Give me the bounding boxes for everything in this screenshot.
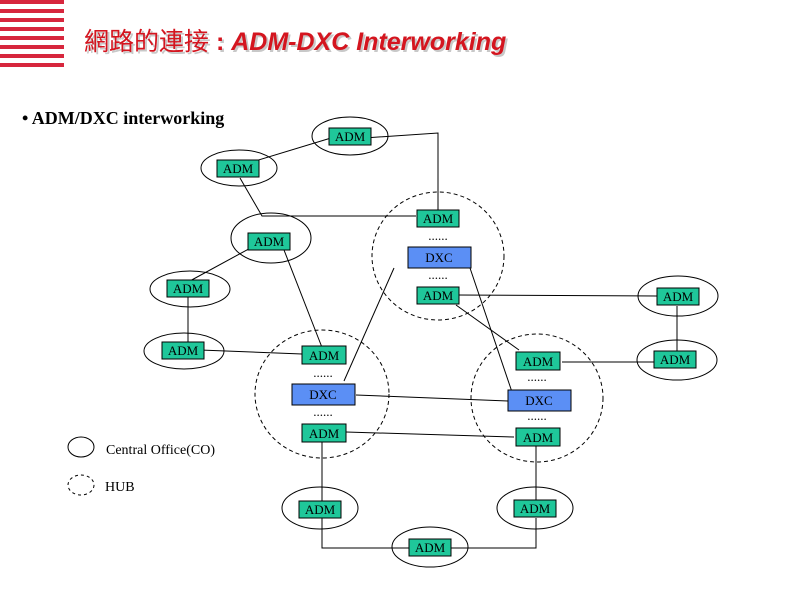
adm-nodes: ADM ADM ADM ADM ADM ADM ADM ADM ADM ADM … <box>161 127 700 557</box>
legend-hub-symbol <box>67 474 95 496</box>
link-co-hub2 <box>283 249 324 351</box>
adm-node: ADM <box>298 500 342 519</box>
adm-label: ADM <box>423 211 454 226</box>
stripe <box>0 36 64 40</box>
dxc-label: DXC <box>525 393 552 408</box>
adm-label: ADM <box>305 502 336 517</box>
co-ellipse <box>391 526 469 568</box>
legend-co-label: Central Office(CO) <box>106 443 215 458</box>
title-separator: : <box>209 28 232 56</box>
adm-node: ADM <box>216 159 260 178</box>
hub-ring <box>254 329 390 459</box>
adm-label: ADM <box>663 289 694 304</box>
title-english: ADM-DXC Interworking <box>231 28 507 56</box>
adm-node: ADM <box>515 351 561 371</box>
adm-node: ADM <box>328 127 372 146</box>
dots: ...... <box>428 267 448 282</box>
co-ellipse <box>496 486 574 530</box>
adm-node: ADM <box>416 286 460 305</box>
co-ellipse <box>281 486 359 530</box>
hub-dots: ...... ...... ...... ...... ...... .....… <box>313 228 547 423</box>
dots: ...... <box>313 365 333 380</box>
dots: ...... <box>527 369 547 384</box>
legend-co-symbol <box>67 436 95 458</box>
dxc-node: DXC <box>507 389 572 412</box>
adm-label: ADM <box>168 343 199 358</box>
adm-label: ADM <box>660 352 691 367</box>
adm-node: ADM <box>161 341 205 360</box>
adm-node: ADM <box>653 350 697 369</box>
link-dxc-dxc <box>355 394 509 402</box>
link-bottom-center-right <box>450 518 537 549</box>
link-left-adm-hub2 <box>199 349 303 355</box>
adm-label: ADM <box>523 354 554 369</box>
adm-node: ADM <box>515 427 561 447</box>
central-office-rings <box>143 116 719 568</box>
bullet-text: • ADM/DXC interworking <box>22 108 225 128</box>
adm-label: ADM <box>520 501 551 516</box>
dots: ...... <box>313 404 333 419</box>
dxc-label: DXC <box>425 250 452 265</box>
dxc-nodes: DXC DXC DXC <box>291 246 572 412</box>
co-ellipse <box>149 270 231 308</box>
co-ellipse <box>230 212 312 264</box>
adm-label: ADM <box>423 288 454 303</box>
co-ellipse <box>143 332 225 370</box>
hub-ring <box>470 333 604 463</box>
stripe <box>0 63 64 67</box>
adm-node: ADM <box>513 499 557 518</box>
legend: Central Office(CO) HUB <box>67 436 215 496</box>
stripe <box>0 0 64 4</box>
stripe <box>0 9 64 13</box>
adm-label: ADM <box>309 426 340 441</box>
dxc-node: DXC <box>291 383 356 406</box>
link-adm-adm <box>345 431 515 438</box>
co-ellipse <box>311 116 389 156</box>
connections <box>187 132 678 549</box>
adm-node: ADM <box>247 232 291 251</box>
co-ellipse <box>636 339 718 381</box>
adm-node: ADM <box>166 279 210 298</box>
adm-label: ADM <box>309 348 340 363</box>
dots: ...... <box>527 408 547 423</box>
title-chinese: 網路的連接 <box>84 28 210 56</box>
adm-node: ADM <box>416 209 460 228</box>
adm-node: ADM <box>301 423 347 443</box>
dxc-node: DXC <box>407 246 472 269</box>
adm-node: ADM <box>656 287 700 306</box>
link-co-left-adm <box>187 244 257 283</box>
co-ellipse <box>637 275 719 317</box>
adm-label: ADM <box>523 430 554 445</box>
link-top-adm-hub1 <box>363 132 439 216</box>
link-hub2-dxc-hub1 <box>343 267 395 382</box>
link-hub1-right-adm <box>455 294 658 297</box>
adm-node: ADM <box>408 538 452 557</box>
link-top-adm-co <box>251 137 332 163</box>
hub-rings <box>254 191 604 463</box>
adm-label: ADM <box>335 129 366 144</box>
link-hub1-adm-hub3 <box>455 304 520 351</box>
adm-label: ADM <box>254 234 285 249</box>
link-hub1-dxc-hub3 <box>469 267 514 396</box>
adm-node: ADM <box>301 345 347 365</box>
link-co-hub1 <box>239 177 416 217</box>
page-title: 網路的連接 : ADM-DXC Interworking <box>84 22 506 58</box>
stripe <box>0 54 64 58</box>
stripe <box>0 27 64 31</box>
co-ellipse <box>200 149 278 187</box>
dxc-label: DXC <box>309 387 336 402</box>
stripe <box>0 18 64 22</box>
legend-hub-label: HUB <box>105 480 135 495</box>
stripe <box>0 45 64 49</box>
link-bottom-left-center <box>321 518 410 549</box>
adm-label: ADM <box>223 161 254 176</box>
header-stripes <box>0 0 64 70</box>
hub-ring <box>371 191 505 321</box>
adm-label: ADM <box>173 281 204 296</box>
dots: ...... <box>428 228 448 243</box>
adm-label: ADM <box>415 540 446 555</box>
